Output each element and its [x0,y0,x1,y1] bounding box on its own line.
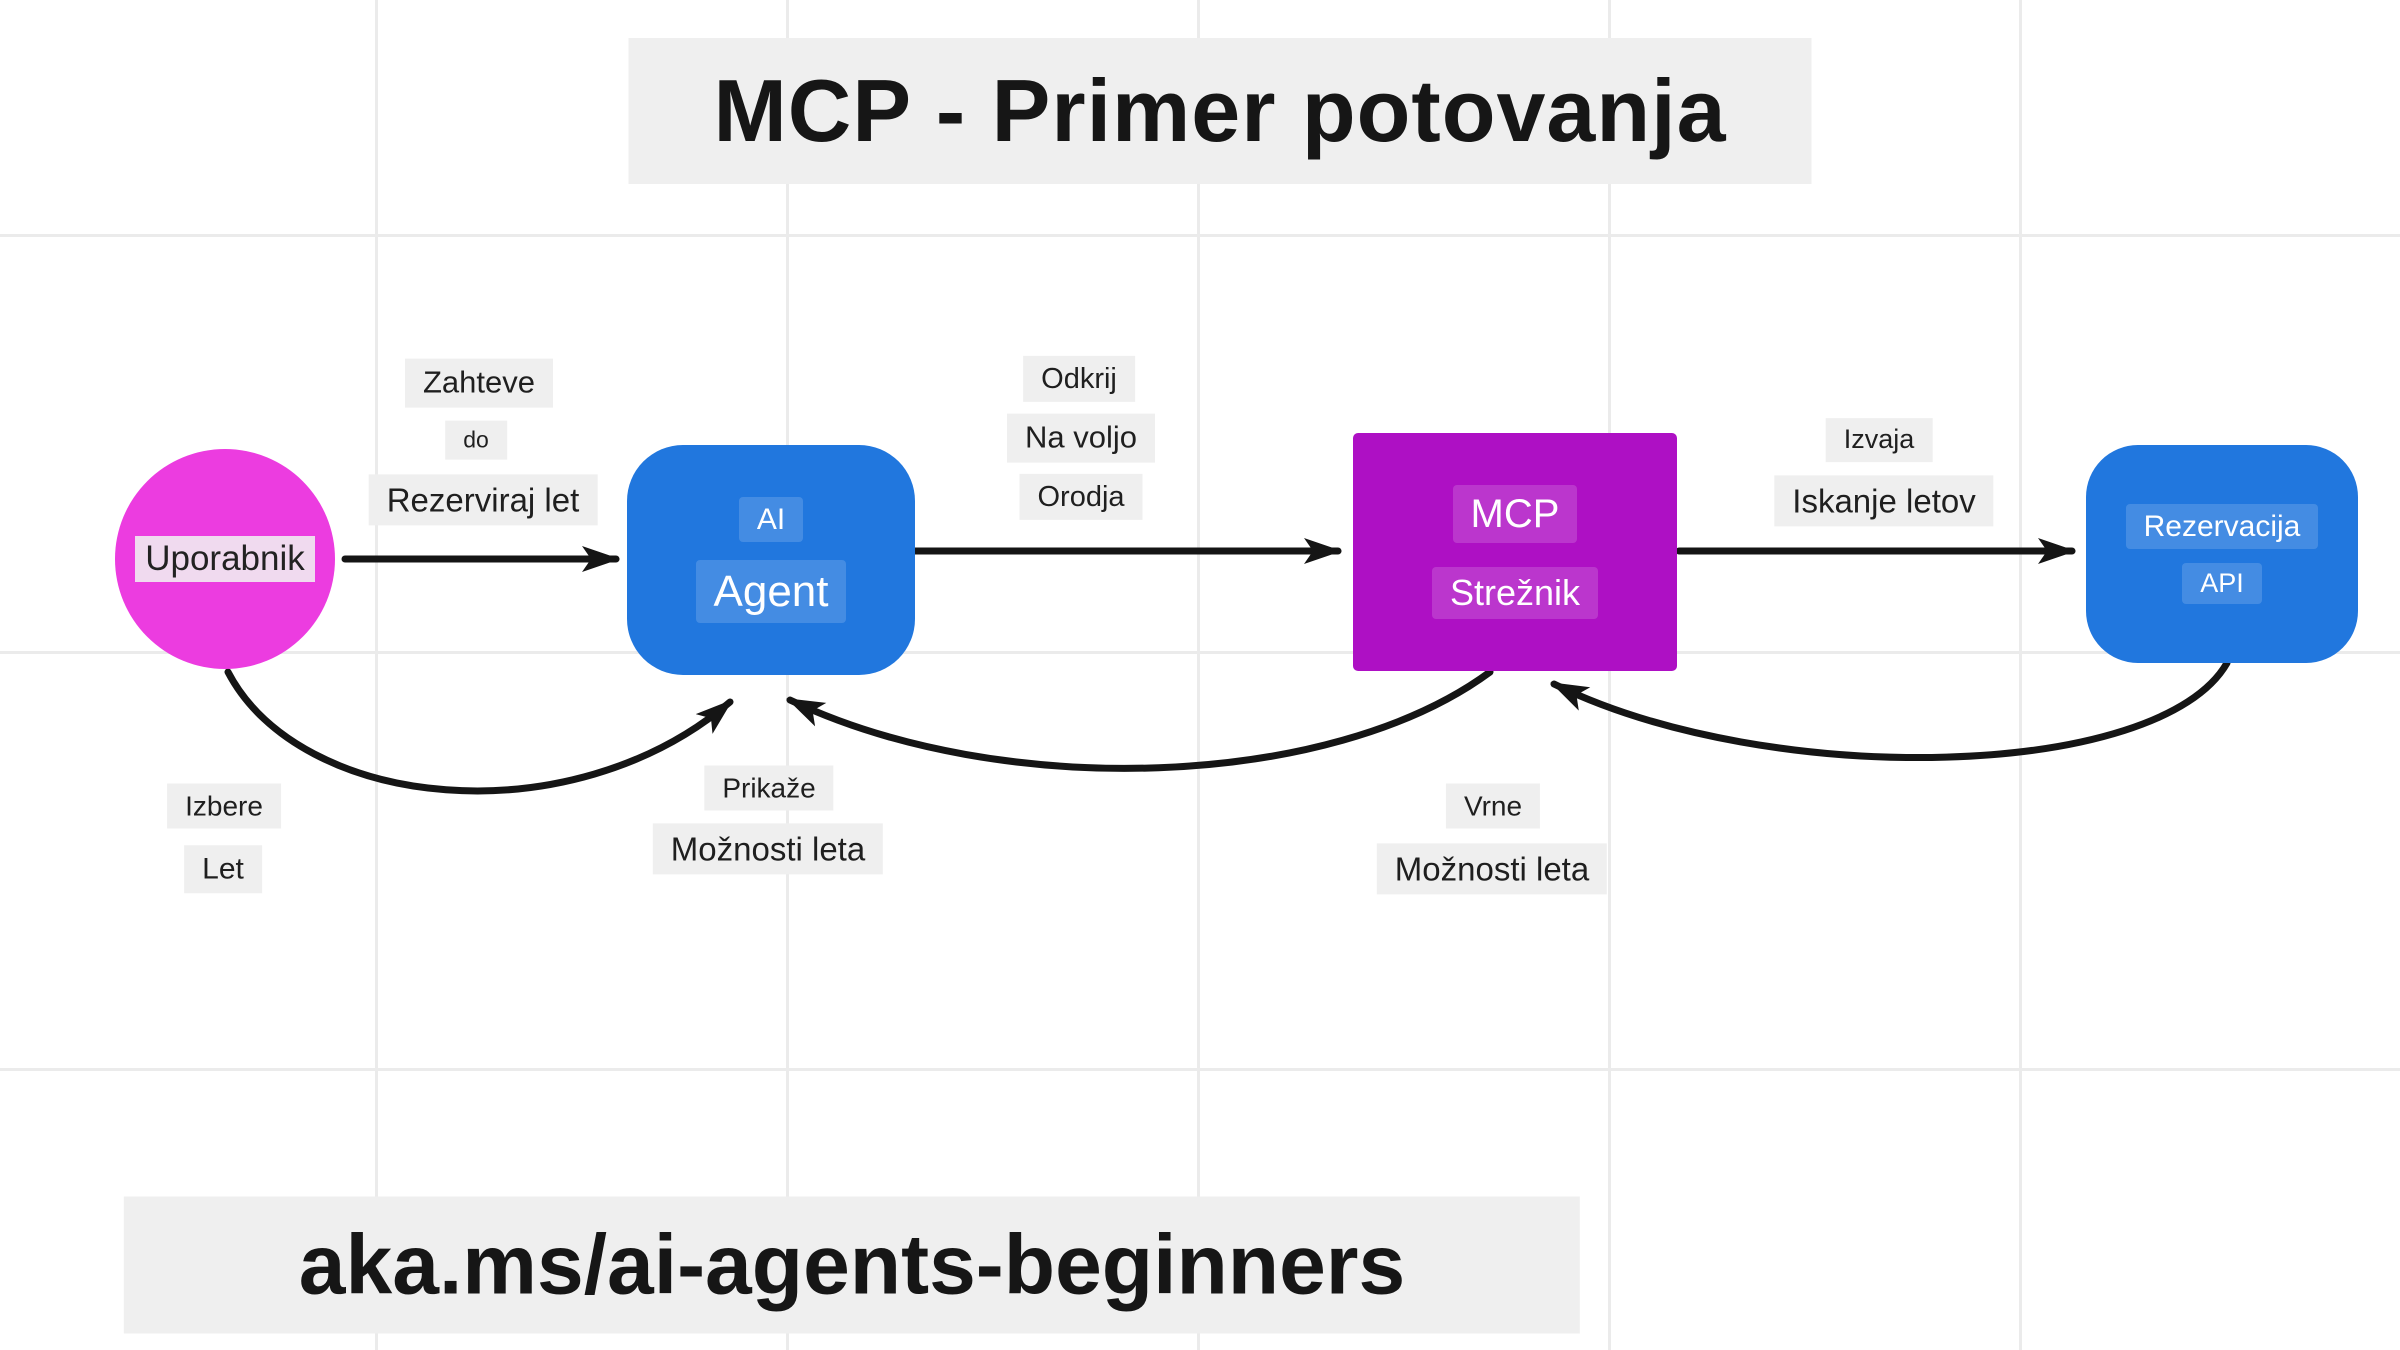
footer-link-text: aka.ms/ai-agents-beginners [123,1196,1581,1334]
node-mcp-server-line1: MCP [1452,484,1578,543]
node-booking-api-line1: Rezervacija [2125,503,2319,549]
node-mcp-server: MCP Strežnik [1353,433,1677,671]
edge-label-iskanje-letov: Iskanje letov [1774,475,1994,527]
node-mcp-server-line2: Strežnik [1431,566,1599,620]
edge-label-izbere: Izbere [167,783,281,829]
edge-label-orodja: Orodja [1019,473,1143,521]
edge-label-vrne: Vrne [1445,783,1541,829]
edge-label-rezerviraj-let: Rezerviraj let [368,474,598,526]
arrow-mcp-return-curve [786,668,1494,772]
edge-label-zahteve: Zahteve [404,358,554,408]
node-ai-agent: AI Agent [627,445,915,675]
edge-label-na-voljo: Na voljo [1007,413,1155,463]
node-user: Uporabnik [115,449,335,669]
arrow-user-select-curve [224,668,734,795]
edge-label-moznosti-leta-agent: Možnosti leta [652,823,884,875]
edge-label-moznosti-leta-mcp: Možnosti leta [1376,843,1608,895]
node-booking-api: Rezervacija API [2086,445,2358,663]
edge-label-let: Let [184,845,262,893]
node-ai-agent-line1: AI [738,496,804,542]
edge-label-prikaze: Prikaže [704,765,834,811]
arrow-api-return-curve [1550,659,2231,762]
diagram-title: MCP - Primer potovanja [628,38,1812,184]
node-user-label: Uporabnik [135,536,315,582]
edge-label-do: do [445,420,507,460]
edge-label-odkrij: Odkrij [1023,355,1135,403]
edge-label-izvaja: Izvaja [1825,418,1933,462]
node-ai-agent-line2: Agent [695,559,847,624]
node-booking-api-line2: API [2182,562,2262,605]
